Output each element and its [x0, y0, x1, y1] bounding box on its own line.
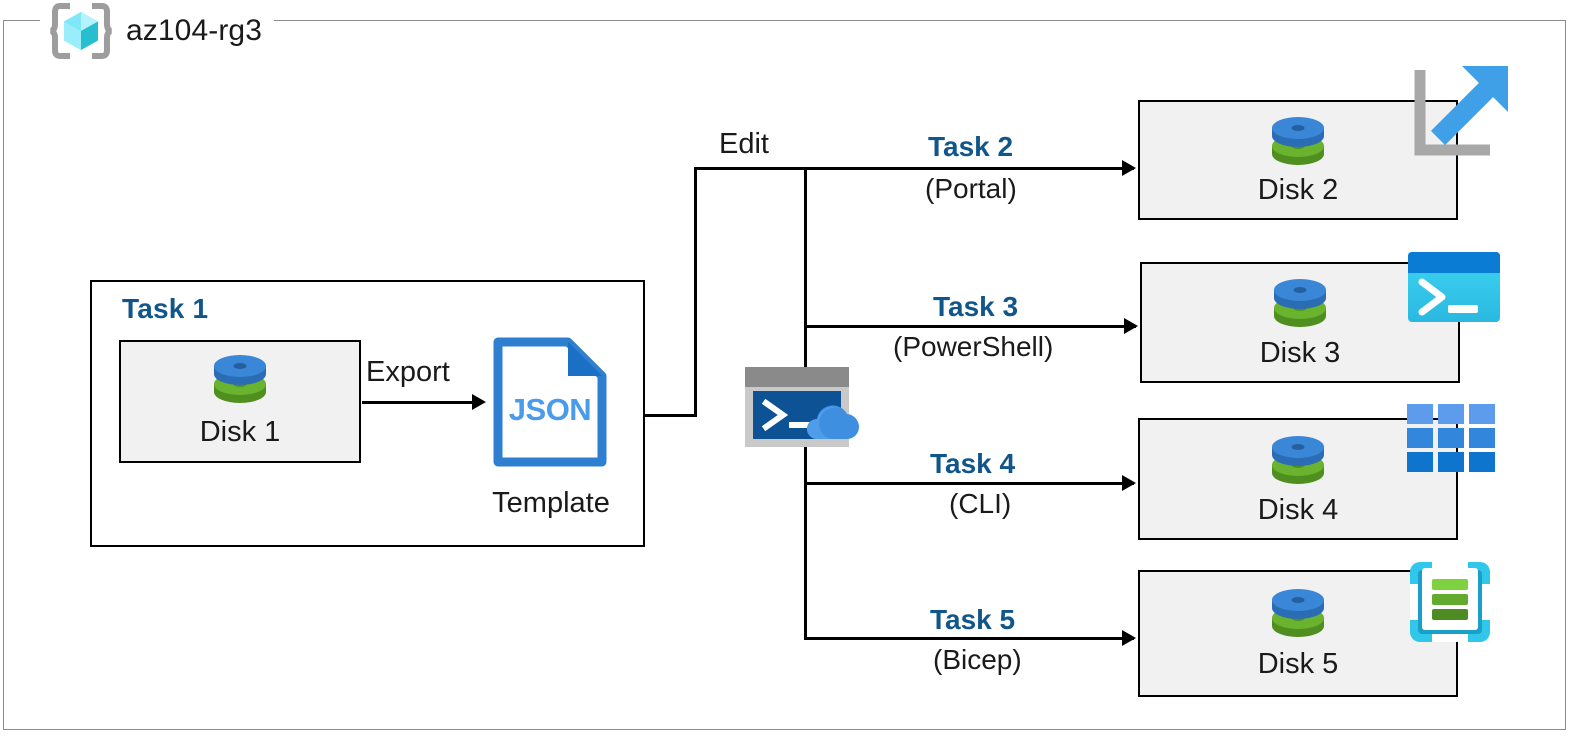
json-file-type: JSON: [508, 392, 592, 427]
task5-arrow-head: [1122, 630, 1136, 646]
disk4-box: Disk 4: [1138, 418, 1458, 540]
task3-method-label: (PowerShell): [893, 331, 1054, 362]
azure-managed-disk-icon: [1267, 588, 1329, 646]
template-caption: Template: [492, 487, 610, 519]
azure-cli-icon: [1407, 404, 1497, 479]
task4-method-label: (CLI): [949, 488, 1012, 519]
edit-riser-line: [694, 167, 697, 417]
azure-managed-disk-icon: [1267, 435, 1329, 493]
azure-portal-icon: [1408, 62, 1518, 167]
resource-group-name: az104-rg3: [126, 14, 262, 47]
resource-group-frame: [3, 20, 1566, 730]
task5-arrow-line: [804, 637, 1134, 640]
azure-managed-disk-icon: [209, 354, 271, 412]
azure-cloud-shell-icon: [745, 367, 863, 447]
edit-label: Edit: [719, 128, 769, 160]
export-arrow-line: [362, 401, 474, 404]
export-label: Export: [366, 356, 450, 388]
azure-managed-disk-icon: [1267, 116, 1329, 174]
task2-label: Task 2: [928, 131, 1014, 162]
disk2-box: Disk 2: [1138, 100, 1458, 220]
disk1-box: Disk 1: [119, 340, 361, 463]
disk2-label: Disk 2: [1257, 174, 1339, 206]
task1-title: Task 1: [122, 293, 209, 324]
disk1-label: Disk 1: [199, 416, 281, 448]
task3-arrow-head: [1124, 318, 1138, 334]
task2-arrow-head: [1122, 160, 1136, 176]
resource-group-header: az104-rg3: [40, 0, 274, 62]
bicep-template-icon: [1408, 560, 1492, 649]
disk5-label: Disk 5: [1257, 648, 1339, 680]
template-out-line: [645, 414, 697, 417]
azure-managed-disk-icon: [1269, 278, 1331, 336]
powershell-icon: [1408, 252, 1500, 327]
task5-method-label: (Bicep): [933, 644, 1022, 675]
task5-label: Task 5: [930, 604, 1016, 635]
disk3-box: Disk 3: [1140, 262, 1460, 383]
task4-arrow-line: [804, 482, 1134, 485]
task3-arrow-line: [804, 325, 1136, 328]
task3-label: Task 3: [933, 291, 1019, 322]
task2-arrow-line: [804, 167, 1134, 170]
json-file-icon: JSON: [490, 336, 610, 468]
task4-arrow-head: [1122, 475, 1136, 491]
azure-resource-group-icon: [50, 2, 112, 60]
export-arrow-head: [472, 394, 486, 410]
task2-method-label: (Portal): [925, 173, 1017, 204]
disk3-label: Disk 3: [1259, 337, 1341, 369]
task4-label: Task 4: [930, 448, 1016, 479]
disk5-box: Disk 5: [1138, 570, 1458, 697]
disk4-label: Disk 4: [1257, 494, 1339, 526]
